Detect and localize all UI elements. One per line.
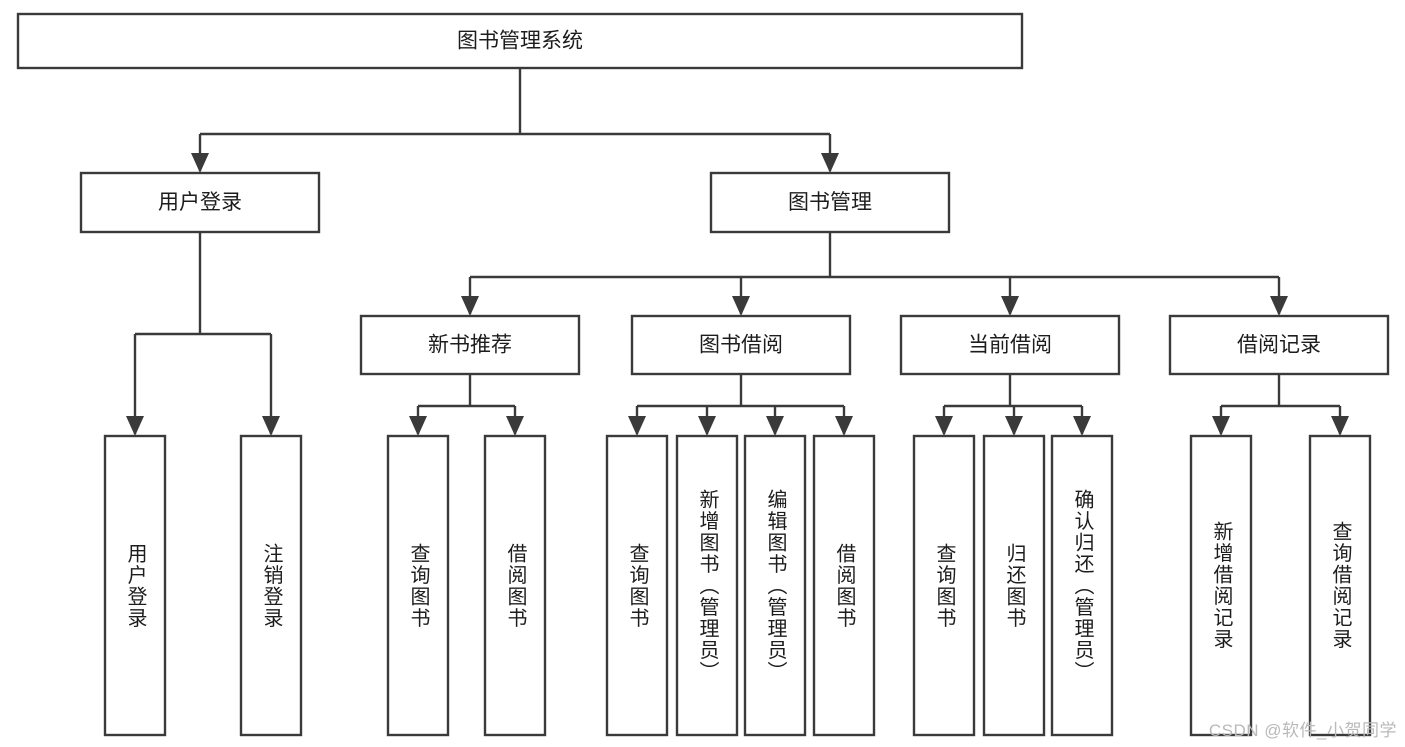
- node-box-level3-0[interactable]: [359, 314, 581, 376]
- arrow-head-leaf: [1073, 416, 1091, 436]
- arrow-head-level3-1: [732, 296, 750, 316]
- node-box-level3-2[interactable]: [899, 314, 1121, 376]
- node-box-leaf[interactable]: [103, 434, 167, 737]
- arrow-head-leaf: [766, 416, 784, 436]
- arrow-head-leaf: [506, 416, 524, 436]
- node-box-leaf[interactable]: [605, 434, 669, 737]
- arrow-head-level3-3: [1270, 296, 1288, 316]
- arrow-head-leaf: [1212, 416, 1230, 436]
- node-box-leaf[interactable]: [386, 434, 450, 737]
- node-box-leaf[interactable]: [1050, 434, 1114, 737]
- node-box-level2-1[interactable]: [709, 171, 951, 234]
- node-box-root[interactable]: [16, 12, 1024, 70]
- node-box-level2-0[interactable]: [79, 171, 321, 234]
- arrow-head-level3-0: [461, 296, 479, 316]
- node-box-leaf[interactable]: [239, 434, 303, 737]
- arrow-head-leaf: [628, 416, 646, 436]
- arrow-head-level3-2: [1001, 296, 1019, 316]
- node-box-level3-3[interactable]: [1168, 314, 1390, 376]
- arrow-head-leaf: [1331, 416, 1349, 436]
- node-box-level3-1[interactable]: [630, 314, 852, 376]
- node-label-level3-3: 借阅记录: [1237, 334, 1321, 357]
- arrow-head-leaf: [1005, 416, 1023, 436]
- node-box-layer: [16, 12, 1390, 737]
- node-box-leaf[interactable]: [743, 434, 807, 737]
- node-box-leaf[interactable]: [675, 434, 739, 737]
- node-label-root: 图书管理系统: [457, 30, 583, 53]
- node-label-level3-1: 图书借阅: [699, 334, 783, 357]
- arrow-head-leaf: [935, 416, 953, 436]
- node-label-level2-0: 用户登录: [158, 191, 242, 214]
- node-label-level3-2: 当前借阅: [968, 334, 1052, 357]
- node-box-leaf[interactable]: [1189, 434, 1253, 737]
- node-box-leaf[interactable]: [812, 434, 876, 737]
- arrow-head-level2-0: [191, 153, 209, 173]
- arrow-head-leaf: [262, 416, 280, 436]
- arrow-head-level2-1: [821, 153, 839, 173]
- arrow-head-leaf: [409, 416, 427, 436]
- connector-layer: [126, 68, 1349, 436]
- node-box-leaf[interactable]: [912, 434, 976, 737]
- arrow-head-leaf: [835, 416, 853, 436]
- arrow-head-leaf: [698, 416, 716, 436]
- node-box-leaf[interactable]: [483, 434, 547, 737]
- node-label-level2-1: 图书管理: [788, 191, 872, 214]
- node-box-leaf[interactable]: [1308, 434, 1372, 737]
- node-box-leaf[interactable]: [982, 434, 1046, 737]
- watermark-text: CSDN @软件_小贺同学: [1208, 721, 1397, 740]
- node-label-level3-0: 新书推荐: [428, 334, 512, 357]
- arrow-head-leaf: [126, 416, 144, 436]
